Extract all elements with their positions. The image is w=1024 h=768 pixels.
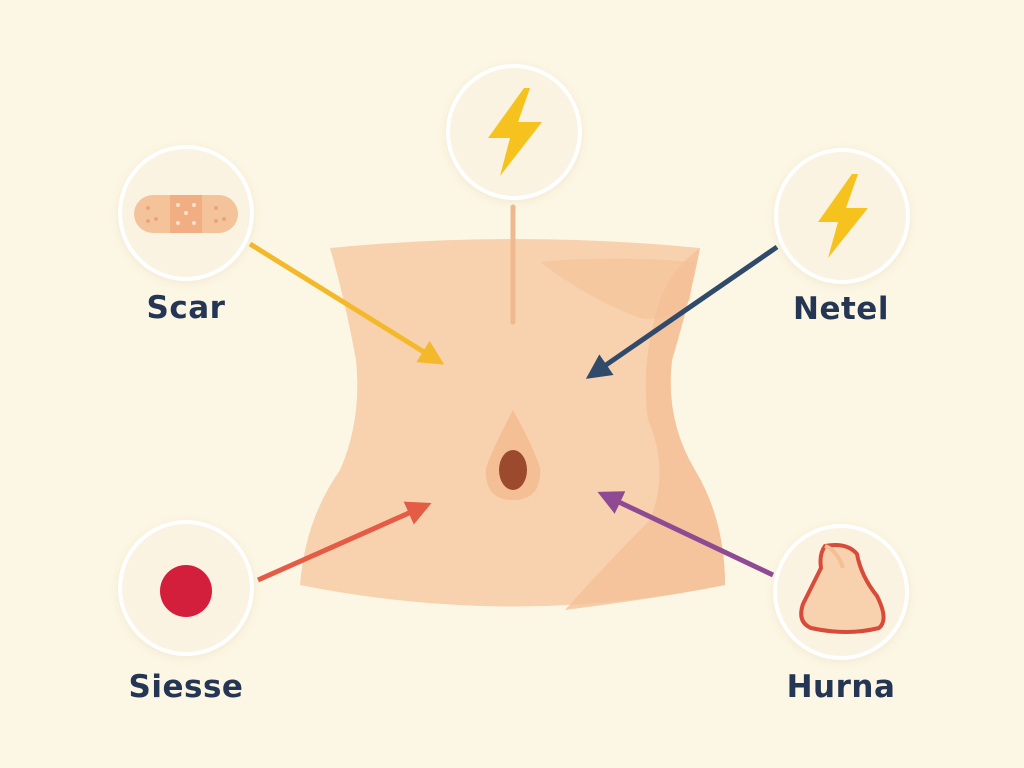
rib-curve bbox=[540, 258, 694, 319]
scar-arrow bbox=[248, 241, 445, 365]
hurna-arrow bbox=[597, 491, 775, 578]
netel-arrow bbox=[585, 244, 779, 379]
scar-label: Scar bbox=[146, 290, 226, 326]
siesse-arrow bbox=[256, 501, 432, 583]
hurna-label: Hurna bbox=[786, 669, 896, 705]
bandage-icon bbox=[134, 195, 238, 233]
scar-icon-circle bbox=[118, 145, 254, 281]
lightning-bolt-icon bbox=[818, 174, 868, 258]
siesse-icon-circle bbox=[118, 520, 254, 656]
top-bolt-icon-circle bbox=[446, 64, 582, 200]
netel-icon-circle bbox=[774, 148, 910, 284]
netel-label: Netel bbox=[793, 291, 889, 327]
hernia-bulge-icon bbox=[799, 543, 886, 634]
red-dot-icon bbox=[160, 565, 212, 617]
navel bbox=[499, 450, 527, 490]
lightning-bolt-icon bbox=[488, 88, 542, 176]
hurna-icon-circle bbox=[773, 524, 909, 660]
torso-shading-right bbox=[565, 248, 725, 610]
siesse-label: Siesse bbox=[128, 669, 244, 705]
